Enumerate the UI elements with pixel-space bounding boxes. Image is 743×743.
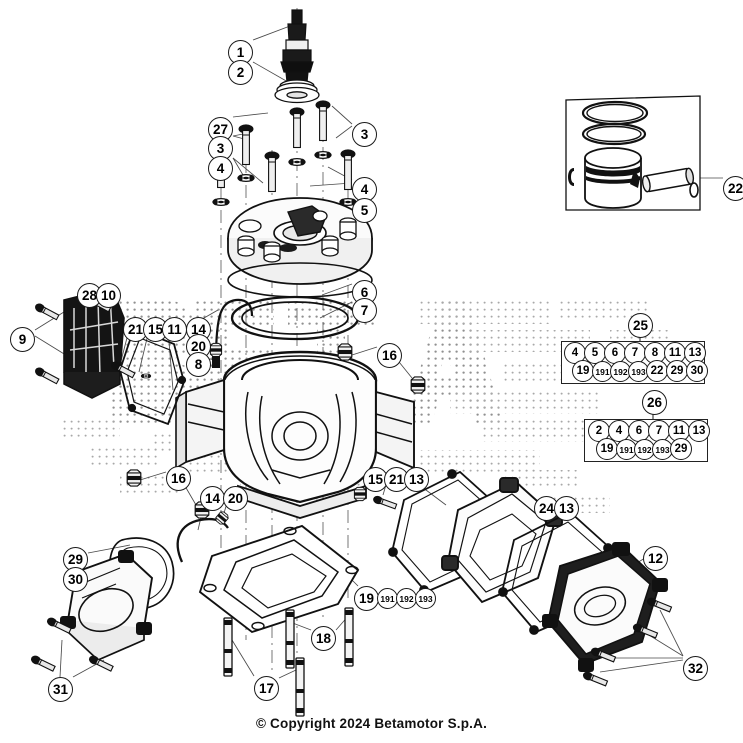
callout-3[interactable]: 3 — [352, 122, 377, 147]
gasket-callout-19[interactable]: 19 — [354, 586, 379, 611]
piston-assembly — [568, 100, 699, 209]
callout-30[interactable]: 30 — [63, 567, 88, 592]
callout-13[interactable]: 13 — [404, 467, 429, 492]
gasket-callout-193[interactable]: 193 — [415, 588, 436, 609]
callout-20[interactable]: 20 — [223, 486, 248, 511]
callout-21[interactable]: 21 — [123, 317, 148, 342]
fitting-lower — [213, 509, 231, 527]
reed-block-24 — [441, 477, 563, 604]
callout-14[interactable]: 14 — [200, 486, 225, 511]
callout-17[interactable]: 17 — [254, 676, 279, 701]
callout-12[interactable]: 12 — [643, 546, 668, 571]
callout-10[interactable]: 10 — [96, 283, 121, 308]
spark-plug-washer — [274, 79, 320, 104]
gasket-callout-192[interactable]: 192 — [396, 588, 417, 609]
fitting-upper — [209, 342, 223, 368]
callout-13[interactable]: 13 — [554, 496, 579, 521]
kit-25-row2-item-19[interactable]: 19 — [572, 360, 594, 382]
kit-25-row2-item-29[interactable]: 29 — [666, 360, 688, 382]
callout-9[interactable]: 9 — [10, 327, 35, 352]
kit-25-row1-item-11[interactable]: 11 — [664, 342, 686, 364]
callout-31[interactable]: 31 — [48, 677, 73, 702]
kit-26-row2-item-29[interactable]: 29 — [670, 438, 692, 460]
cylinder-head — [227, 197, 373, 298]
callout-16[interactable]: 16 — [377, 343, 402, 368]
callout-4[interactable]: 4 — [352, 177, 377, 202]
callout-16[interactable]: 16 — [166, 466, 191, 491]
callout-25[interactable]: 25 — [628, 313, 653, 338]
callout-11[interactable]: 11 — [162, 317, 187, 342]
callout-32[interactable]: 32 — [683, 656, 708, 681]
callout-5[interactable]: 5 — [352, 198, 377, 223]
base-gasket — [198, 524, 360, 634]
callout-18[interactable]: 18 — [311, 626, 336, 651]
piston-inset-frame — [565, 95, 701, 211]
gasket-callout-191[interactable]: 191 — [377, 588, 398, 609]
cylinder-body — [175, 350, 415, 519]
callout-22[interactable]: 22 — [723, 176, 743, 201]
kit-25-row2-item-30[interactable]: 30 — [686, 360, 708, 382]
kit-26-row2-item-19[interactable]: 19 — [596, 438, 618, 460]
kit-26-row2-item-192[interactable]: 192 — [634, 439, 655, 460]
callout-26[interactable]: 26 — [642, 390, 667, 415]
power-valve-cover-left — [63, 287, 125, 399]
callout-29[interactable]: 29 — [63, 547, 88, 572]
copyright-notice: © Copyright 2024 Betamotor S.p.A. — [255, 716, 488, 731]
callout-2[interactable]: 2 — [228, 60, 253, 85]
intake-manifold-cover — [542, 542, 668, 672]
callout-4[interactable]: 4 — [208, 156, 233, 181]
water-pump-cover — [60, 550, 154, 662]
callout-28[interactable]: 28 — [77, 283, 102, 308]
callout-8[interactable]: 8 — [186, 352, 211, 377]
kit-26-row1-item-13[interactable]: 13 — [688, 420, 710, 442]
callout-7[interactable]: 7 — [352, 298, 377, 323]
coolant-pipe-upper — [214, 298, 254, 361]
kit-25-row2-item-22[interactable]: 22 — [646, 360, 668, 382]
